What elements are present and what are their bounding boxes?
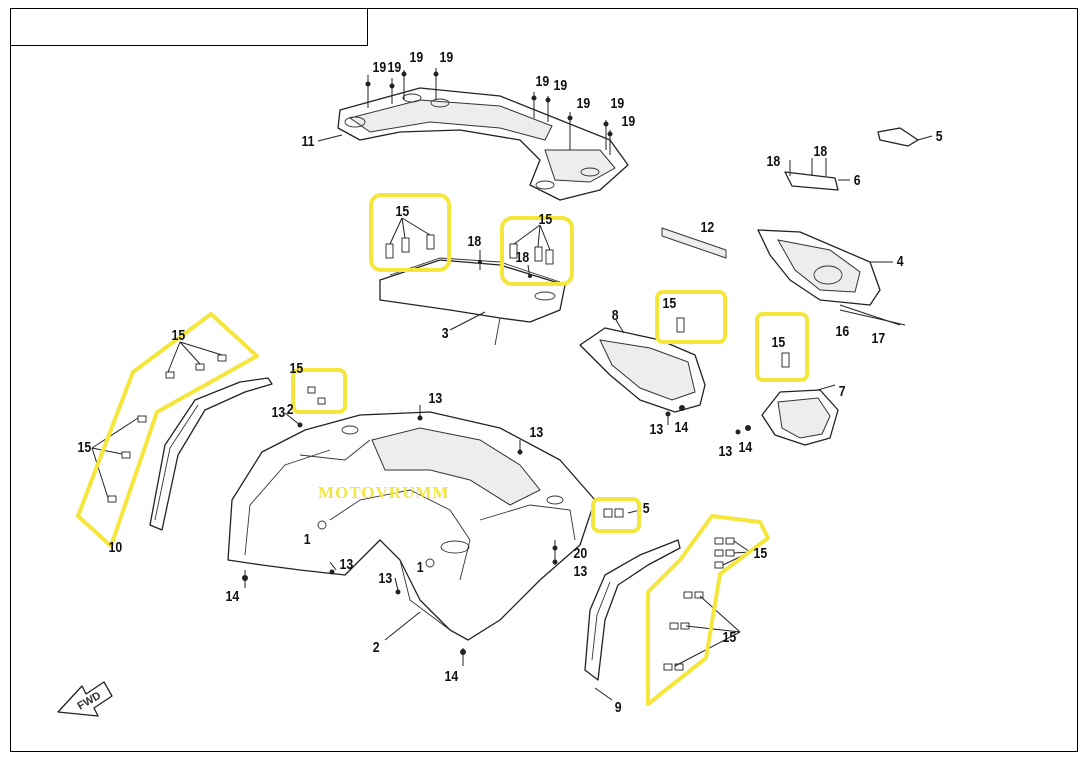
callout-15: 15 xyxy=(772,334,786,350)
highlight-outlines xyxy=(76,193,809,706)
callout-13: 13 xyxy=(340,556,354,572)
callout-1: 1 xyxy=(304,531,311,547)
callout-20: 20 xyxy=(574,545,588,561)
callout-19: 19 xyxy=(440,49,454,65)
callout-8: 8 xyxy=(612,307,619,323)
callout-16: 16 xyxy=(836,323,850,339)
clips-15 xyxy=(91,217,790,671)
callout-14: 14 xyxy=(675,419,689,435)
callout-9: 9 xyxy=(615,699,622,715)
callout-15: 15 xyxy=(172,327,186,343)
callout-18: 18 xyxy=(468,233,482,249)
callout-13: 13 xyxy=(379,570,393,586)
callout-7: 7 xyxy=(839,383,846,399)
callout-19: 19 xyxy=(554,77,568,93)
bracket-part-6 xyxy=(784,158,850,191)
watermark-text: MOTOVRUMM xyxy=(318,483,449,502)
mud-flap-part-10 xyxy=(149,377,273,531)
rear-fender-part-2 xyxy=(227,411,596,641)
callout-18: 18 xyxy=(814,143,828,159)
callout-15: 15 xyxy=(290,360,304,376)
callout-13: 13 xyxy=(272,404,286,420)
callout-5: 5 xyxy=(643,500,650,516)
title-block xyxy=(10,8,368,46)
callout-19: 19 xyxy=(373,59,387,75)
clip-part-5-top xyxy=(877,127,933,147)
callout-15: 15 xyxy=(663,295,677,311)
callout-18: 18 xyxy=(516,249,530,265)
callout-4: 4 xyxy=(897,253,904,269)
callout-labels: 19 19 19 19 19 19 19 19 19 11 5 18 18 6 … xyxy=(78,49,943,715)
callout-15: 15 xyxy=(78,439,92,455)
rear-rack-part-11 xyxy=(317,87,629,201)
callout-2: 2 xyxy=(287,401,294,417)
callout-1: 1 xyxy=(417,559,424,575)
drawing-frame xyxy=(10,8,1078,752)
callout-19: 19 xyxy=(410,49,424,65)
callout-11: 11 xyxy=(301,133,314,149)
callout-14: 14 xyxy=(226,588,240,604)
callout-19: 19 xyxy=(611,95,625,111)
callout-19: 19 xyxy=(577,95,591,111)
callout-13: 13 xyxy=(429,390,443,406)
callout-17: 17 xyxy=(872,330,886,346)
callout-10: 10 xyxy=(109,539,123,555)
callout-12: 12 xyxy=(701,219,715,235)
callout-19: 19 xyxy=(536,73,550,89)
callout-13: 13 xyxy=(719,443,733,459)
side-bracket-part-8 xyxy=(579,319,706,413)
callout-14: 14 xyxy=(739,439,753,455)
storage-lid-part-4 xyxy=(757,229,901,326)
callout-19: 19 xyxy=(388,59,402,75)
rod-part-16-17 xyxy=(839,309,906,326)
callout-2: 2 xyxy=(373,639,380,655)
callout-13: 13 xyxy=(574,563,588,579)
callout-15: 15 xyxy=(396,203,410,219)
mud-flap-part-9 xyxy=(584,539,681,701)
callout-15: 15 xyxy=(754,545,768,561)
callout-14: 14 xyxy=(445,668,459,684)
callout-15: 15 xyxy=(539,211,553,227)
callout-15: 15 xyxy=(723,629,737,645)
callout-5: 5 xyxy=(936,128,943,144)
rear-panel-part-3 xyxy=(379,257,566,346)
callout-13: 13 xyxy=(530,424,544,440)
bolts-19 xyxy=(365,68,613,155)
callout-13: 13 xyxy=(650,421,664,437)
side-bracket-part-7 xyxy=(761,384,839,446)
forward-direction-arrow: FWD xyxy=(57,681,113,717)
callout-3: 3 xyxy=(442,325,449,341)
callout-18: 18 xyxy=(767,153,781,169)
strip-part-12 xyxy=(661,227,727,259)
callout-19: 19 xyxy=(622,113,636,129)
callout-6: 6 xyxy=(854,172,861,188)
fasteners-13-14-20 xyxy=(242,250,751,666)
